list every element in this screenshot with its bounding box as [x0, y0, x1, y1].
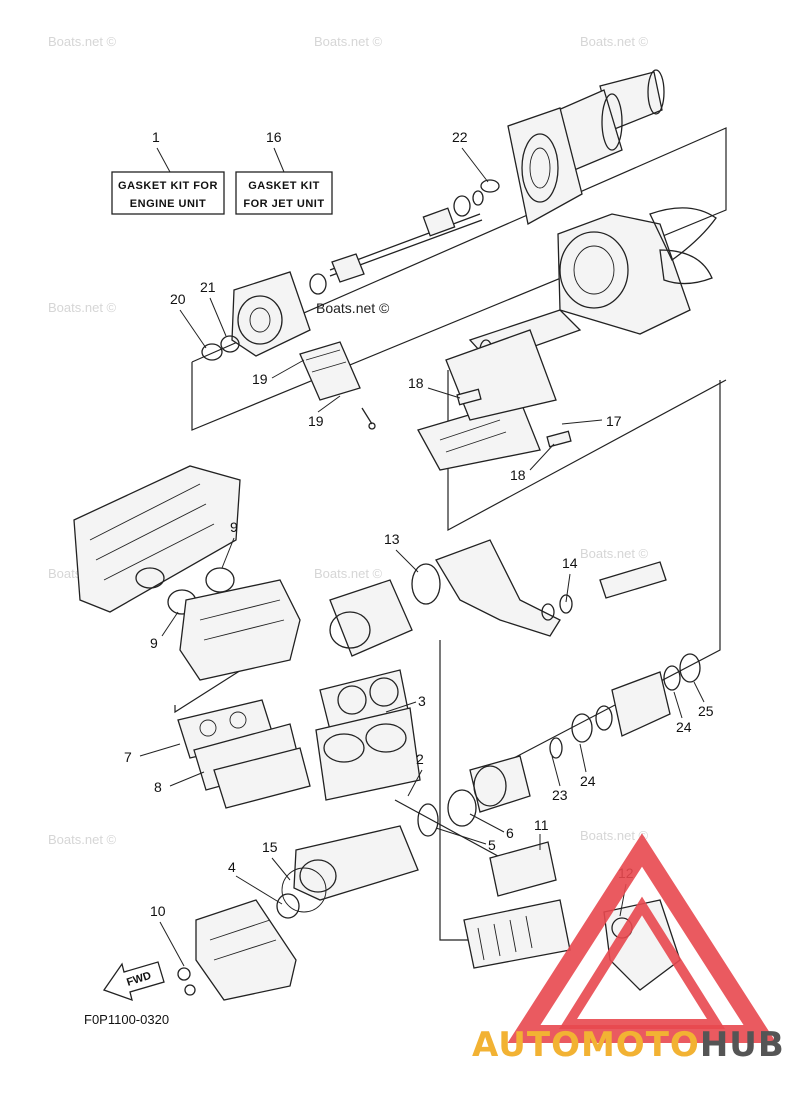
jet-pump-assembly [201, 69, 717, 471]
callout-10: 10 [150, 903, 166, 919]
callout-24: 24 [676, 719, 692, 735]
callout-6: 6 [506, 825, 514, 841]
watermark: Boats.net © [314, 34, 383, 49]
callout-18: 18 [408, 375, 424, 391]
callout-21: 21 [200, 279, 216, 295]
callout-9: 9 [230, 519, 238, 535]
figure-code: F0P1100-0320 [84, 1012, 169, 1027]
callout-3: 3 [418, 693, 426, 709]
callout-number: 1 [152, 129, 160, 145]
callout-14: 14 [562, 555, 578, 571]
automotohub-logo: AUTOMOTOHUB [472, 833, 785, 1065]
callout-11: 11 [534, 817, 549, 833]
callout-24: 24 [580, 773, 596, 789]
callout-2: 2 [416, 751, 424, 767]
kit-label-line1: GASKET KIT [248, 180, 320, 192]
callout-7: 7 [124, 749, 132, 765]
callout-20: 20 [170, 291, 186, 307]
gasket-kit-jet-label: 16 GASKET KIT FOR JET UNIT [235, 129, 333, 215]
watermark: Boats.net © [580, 546, 649, 561]
kit-label-line2: FOR JET UNIT [243, 198, 324, 210]
watermark: Boats.net © [48, 300, 117, 315]
callout-18: 18 [510, 467, 526, 483]
callouts: 22 21 20 19 19 18 17 18 9 9 13 14 3 7 8 … [124, 129, 714, 967]
callout-17: 17 [606, 413, 622, 429]
watermark: Boats.net © [48, 832, 117, 847]
callout-15: 15 [262, 839, 278, 855]
logo-text-part2: HUB [700, 1025, 785, 1065]
callout-23: 23 [552, 787, 568, 803]
frame-lines [174, 127, 727, 941]
callout-5: 5 [488, 837, 496, 853]
callout-number: 16 [266, 129, 282, 145]
forward-direction-indicator: FWD [102, 961, 165, 1002]
watermark: Boats.net © [48, 34, 117, 49]
callout-25: 25 [698, 703, 714, 719]
callout-8: 8 [154, 779, 162, 795]
engine-assembly [73, 465, 701, 1001]
callout-9: 9 [150, 635, 158, 651]
kit-label-line1: GASKET KIT FOR [118, 180, 218, 192]
callout-13: 13 [384, 531, 400, 547]
watermark-center: Boats.net © [316, 300, 390, 316]
logo-text-part1: AUTOMOTO [472, 1025, 700, 1065]
gasket-kit-engine-label: 1 GASKET KIT FOR ENGINE UNIT [111, 129, 225, 215]
callout-22: 22 [452, 129, 468, 145]
kit-label-line2: ENGINE UNIT [130, 198, 206, 210]
svg-text:AUTOMOTOHUB: AUTOMOTOHUB [472, 1025, 785, 1065]
watermarks: Boats.net © Boats.net © Boats.net © Boat… [48, 34, 649, 847]
watermark: Boats.net © [314, 566, 383, 581]
callout-19: 19 [252, 371, 268, 387]
callout-4: 4 [228, 859, 236, 875]
callout-19: 19 [308, 413, 324, 429]
watermark: Boats.net © [580, 34, 649, 49]
watermark: Boats.net © [580, 828, 649, 843]
